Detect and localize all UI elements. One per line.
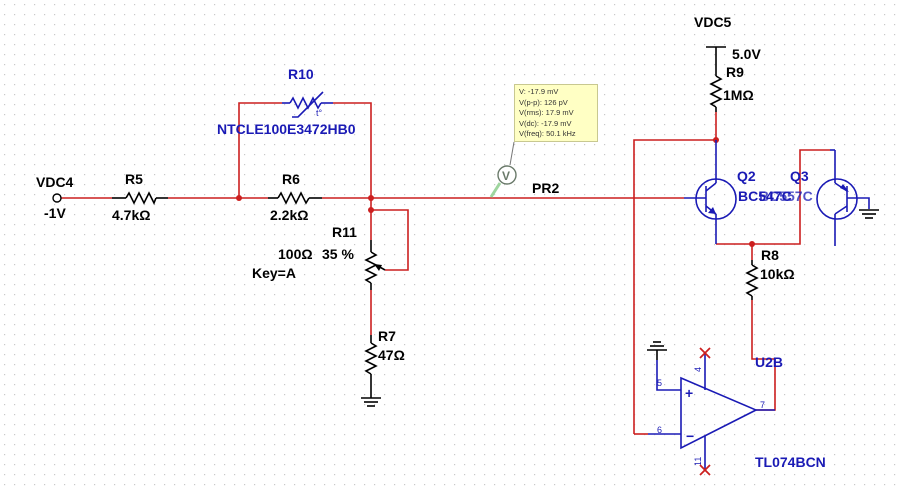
r6-resistor[interactable]: R6 2.2kΩ	[268, 171, 322, 223]
r5-resistor[interactable]: R5 4.7kΩ	[112, 171, 168, 223]
pnp-transistor-icon	[816, 178, 858, 220]
pin-7-label: 7	[760, 400, 765, 410]
r8-value: 10kΩ	[760, 266, 795, 282]
no-connect-icon	[699, 464, 711, 476]
r7-value: 47Ω	[378, 347, 405, 363]
pin-4-label: 4	[693, 367, 703, 372]
r7-resistor[interactable]: R7 47Ω	[364, 328, 405, 398]
r9-value: 1MΩ	[723, 87, 754, 103]
q2-transistor[interactable]: Q2 BC547C	[684, 140, 792, 244]
probe-glyph: V	[502, 169, 510, 183]
r10-label: R10	[288, 66, 314, 82]
q3-label: Q3	[790, 168, 809, 184]
r9-resistor[interactable]: R9 1MΩ	[709, 64, 754, 112]
voltage-probe[interactable]: V PR2	[489, 141, 559, 198]
vdc5-source[interactable]: VDC5 5.0V	[694, 14, 761, 76]
opamp-icon	[680, 376, 758, 450]
vdc5-label: VDC5	[694, 14, 732, 30]
ground-icon	[647, 341, 667, 360]
probe-label: PR2	[532, 180, 559, 196]
r7-label: R7	[378, 328, 396, 344]
resistor-icon	[125, 191, 157, 205]
r10-thermistor[interactable]: t° R10 NTCLE100E3472HB0	[217, 66, 356, 137]
r11-key: Key=A	[252, 265, 296, 281]
r8-resistor[interactable]: R8 10kΩ	[745, 247, 795, 300]
resistor-icon	[745, 264, 759, 297]
r11-setting: 35 %	[322, 246, 354, 262]
vdc4-source[interactable]: VDC4 -1V	[36, 174, 74, 221]
r8-label: R8	[761, 247, 779, 263]
pin-6-label: 6	[657, 425, 662, 435]
inverting-sign: −	[686, 428, 694, 444]
tooltip-voltage: V: -17.9 mV	[519, 87, 559, 96]
probe-icon	[497, 165, 517, 185]
potentiometer-icon	[364, 251, 378, 284]
u2b-model: TL074BCN	[755, 454, 826, 470]
thermistor-mark: t°	[316, 108, 323, 118]
vdc4-value: -1V	[44, 205, 66, 221]
u2b-label: U2B	[755, 354, 783, 370]
wiper-arrow-icon	[374, 264, 382, 271]
r11-label: R11	[332, 224, 357, 240]
r5-label: R5	[125, 171, 143, 187]
junctions	[236, 137, 755, 247]
probe-tooltip: V: -17.9 mV V(p-p): 126 pV V(rms): 17.9 …	[514, 84, 598, 142]
r11-value: 100Ω	[278, 246, 313, 262]
tooltip-vfreq: V(freq): 50.1 kHz	[519, 129, 576, 138]
vdc4-label: VDC4	[36, 174, 74, 190]
resistor-icon	[709, 75, 723, 108]
vdc5-value: 5.0V	[732, 46, 761, 62]
r10-value: NTCLE100E3472HB0	[217, 121, 356, 137]
ground-icon	[361, 397, 381, 407]
ground-icon	[859, 209, 879, 219]
r11-potentiometer[interactable]: R11 100Ω 35 % Key=A	[252, 224, 386, 290]
tooltip-vdc: V(dc): -17.9 mV	[519, 118, 572, 128]
resistor-icon	[277, 191, 310, 205]
terminal-icon	[52, 193, 62, 203]
q2-model: BC547C	[738, 188, 792, 204]
pin-11-label: 11	[693, 457, 703, 466]
r5-value: 4.7kΩ	[112, 207, 150, 223]
tooltip-vrms: V(rms): 17.9 mV	[519, 108, 574, 117]
thermistor-icon	[289, 96, 322, 110]
q3-transistor[interactable]: Q3 BC557C	[759, 149, 870, 246]
resistor-icon	[364, 342, 378, 375]
no-connect-icon	[699, 347, 711, 359]
q2-label: Q2	[737, 168, 756, 184]
q3-model: BC557C	[759, 188, 813, 204]
u2b-opamp[interactable]: + − 5 6 7 4 11 U2B TL074BCN	[634, 353, 826, 470]
tooltip-vpp: V(p-p): 126 pV	[519, 97, 568, 107]
r9-label: R9	[726, 64, 744, 80]
noninverting-sign: +	[685, 385, 693, 401]
pin-5-label: 5	[657, 378, 662, 388]
r6-label: R6	[282, 171, 300, 187]
r6-value: 2.2kΩ	[270, 207, 308, 223]
